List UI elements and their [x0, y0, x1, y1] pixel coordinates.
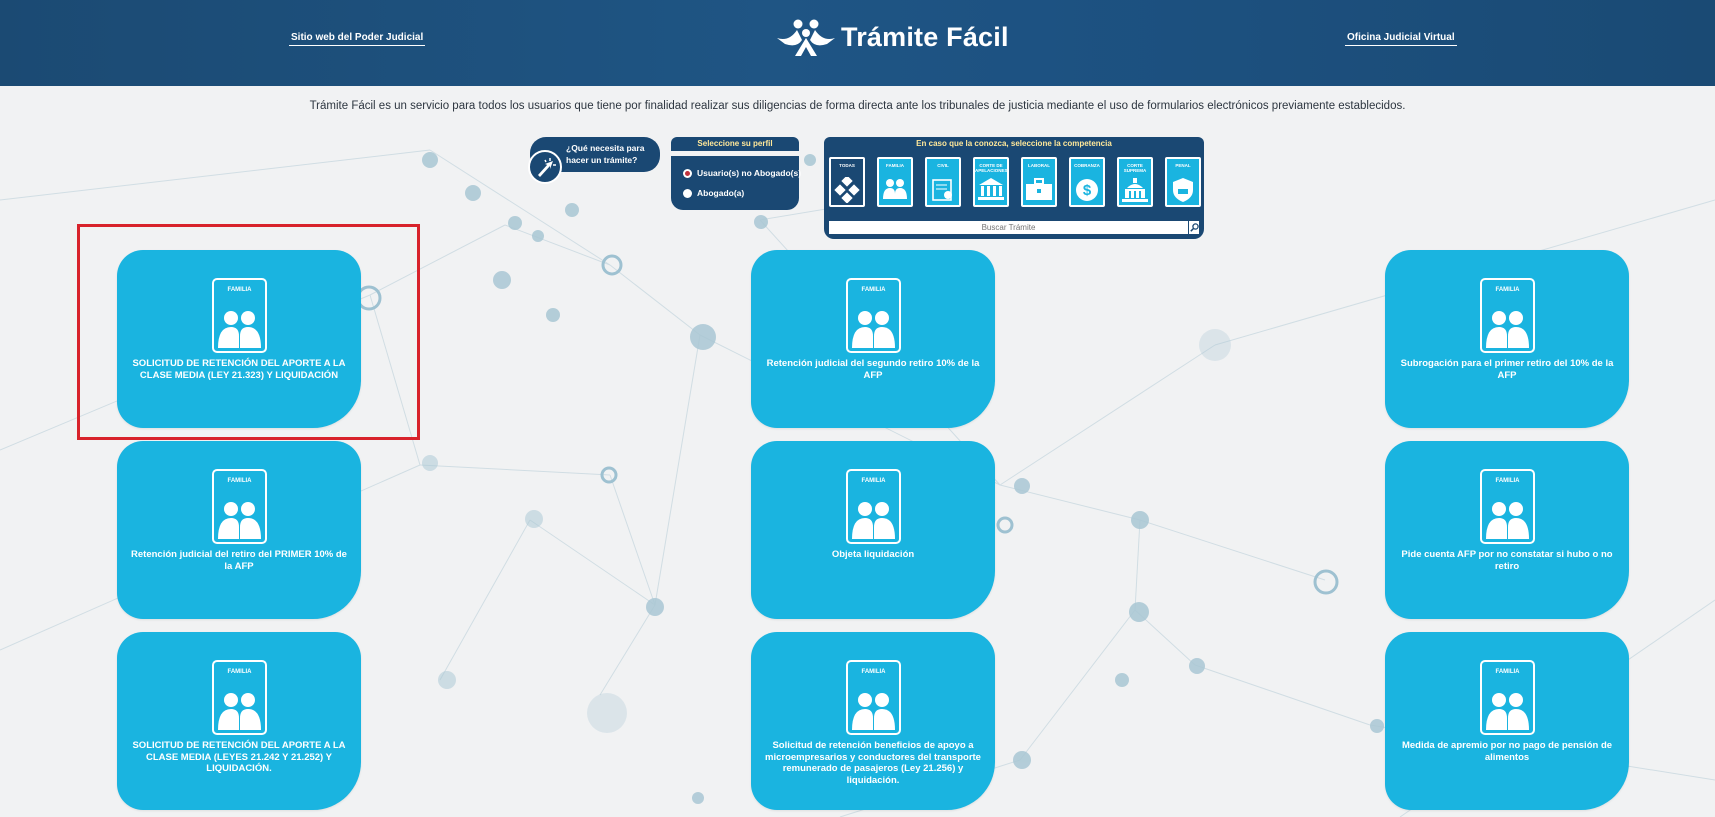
family-icon	[1486, 693, 1529, 730]
competencia-panel-title: En caso que la conozca, seleccione la co…	[824, 137, 1204, 151]
profile-option-label: Abogado(a)	[697, 188, 745, 198]
card-title: SOLICITUD DE RETENCIÓN DEL APORTE A LA C…	[132, 358, 346, 381]
card-title: Medida de apremio por no pago de pensión…	[1401, 740, 1613, 763]
competencia-selector: TODAS FAMILIA CIVIL CORTE DE APELACIONES	[824, 151, 1204, 239]
tramite-card[interactable]: FAMILIA Medida de apremio por no pago de…	[1385, 632, 1629, 810]
card-title: Solicitud de retención beneficios de apo…	[765, 740, 981, 786]
card-category: FAMILIA	[227, 478, 252, 484]
logo-text: Trámite Fácil	[841, 21, 1009, 52]
tramite-card[interactable]: FAMILIA SOLICITUD DE RETENCIÓN DEL APORT…	[117, 250, 361, 428]
tramite-card[interactable]: FAMILIA SOLICITUD DE RETENCIÓN DEL APORT…	[117, 632, 361, 810]
card-category: FAMILIA	[1495, 669, 1520, 675]
family-card-icon: FAMILIA	[846, 660, 901, 735]
competencia-tile-cobranza[interactable]: COBRANZA $	[1069, 157, 1105, 207]
tile-label: COBRANZA	[1074, 163, 1100, 168]
radio-unselected-icon[interactable]	[683, 188, 692, 198]
oficina-judicial-virtual-link[interactable]: Oficina Judicial Virtual	[1345, 32, 1457, 46]
profile-option-no-abogado[interactable]: Usuario(s) no Abogado(s)	[683, 168, 801, 178]
family-card-icon: FAMILIA	[212, 469, 267, 544]
help-bubble-text: ¿Qué necesita para hacer un trámite?	[566, 143, 645, 165]
family-card-icon: FAMILIA	[846, 278, 901, 353]
card-category: FAMILIA	[861, 287, 886, 293]
tile-label: CORTE DE APELACIONES	[975, 163, 1008, 173]
svg-text:$: $	[1083, 182, 1092, 199]
tile-label: TODAS	[839, 163, 855, 168]
tile-label: LABORAL	[1028, 163, 1050, 168]
family-icon	[852, 693, 895, 730]
family-icon	[218, 502, 261, 539]
profile-panel-title: Seleccione su perfil	[671, 137, 799, 151]
family-icon	[1486, 502, 1529, 539]
tile-label: CORTE SUPREMA	[1123, 163, 1147, 173]
tramite-card[interactable]: FAMILIA Objeta liquidación	[751, 441, 995, 619]
profile-selector: Usuario(s) no Abogado(s) Abogado(a)	[671, 156, 801, 210]
card-title: Retención judicial del segundo retiro 10…	[766, 358, 980, 381]
card-category: FAMILIA	[861, 478, 886, 484]
family-icon	[218, 311, 261, 348]
search-icon	[1190, 223, 1199, 232]
briefcase-icon	[1026, 178, 1052, 200]
card-category: FAMILIA	[227, 287, 252, 293]
civil-document-icon	[932, 179, 952, 201]
search-tramite-input[interactable]	[829, 221, 1188, 234]
people-logo-icon	[777, 19, 835, 56]
tramite-card[interactable]: FAMILIA Retención judicial del retiro de…	[117, 441, 361, 619]
family-icon	[218, 693, 261, 730]
tramite-facil-logo[interactable]: Trámite Fácil	[775, 18, 1009, 56]
shield-icon	[1173, 178, 1193, 202]
selection-highlight-box	[77, 224, 420, 440]
family-card-icon: FAMILIA	[846, 469, 901, 544]
card-title: Retención judicial del retiro del PRIMER…	[131, 549, 347, 572]
family-card-icon: FAMILIA	[1480, 469, 1535, 544]
grid-diamond-icon	[834, 177, 860, 203]
competencia-tile-civil[interactable]: CIVIL	[925, 157, 961, 207]
supreme-court-icon	[1122, 178, 1148, 202]
card-category: FAMILIA	[1495, 478, 1520, 484]
tramite-card[interactable]: FAMILIA Pide cuenta AFP por no constatar…	[1385, 441, 1629, 619]
poder-judicial-link[interactable]: Sitio web del Poder Judicial	[289, 32, 426, 46]
site-header: Sitio web del Poder Judicial Trámite Fác…	[0, 0, 1715, 86]
card-category: FAMILIA	[227, 669, 252, 675]
family-card-icon: FAMILIA	[212, 660, 267, 735]
help-bubble[interactable]: ¿Qué necesita para hacer un trámite?	[528, 137, 660, 184]
competencia-tile-todas[interactable]: TODAS	[829, 157, 865, 207]
tile-label: PENAL	[1175, 163, 1191, 168]
card-title: Pide cuenta AFP por no constatar si hubo…	[1401, 549, 1613, 572]
courthouse-icon	[978, 178, 1004, 200]
family-card-icon: FAMILIA	[1480, 278, 1535, 353]
competencia-tile-penal[interactable]: PENAL	[1165, 157, 1201, 207]
tramite-card[interactable]: FAMILIA Retención judicial del segundo r…	[751, 250, 995, 428]
search-button[interactable]	[1188, 221, 1199, 234]
family-icon	[1486, 311, 1529, 348]
competencia-tile-laboral[interactable]: LABORAL	[1021, 157, 1057, 207]
competencia-tile-corte-suprema[interactable]: CORTE SUPREMA	[1117, 157, 1153, 207]
tile-label: CIVIL	[937, 163, 949, 168]
card-category: FAMILIA	[1495, 287, 1520, 293]
family-icon	[852, 311, 895, 348]
intro-description: Trámite Fácil es un servicio para todos …	[309, 100, 1406, 112]
family-card-icon: FAMILIA	[1480, 660, 1535, 735]
tramite-card[interactable]: FAMILIA Subrogación para el primer retir…	[1385, 250, 1629, 428]
profile-option-label: Usuario(s) no Abogado(s)	[697, 168, 802, 178]
dollar-coin-icon: $	[1076, 179, 1098, 201]
radio-selected-icon[interactable]	[683, 168, 692, 178]
card-category: FAMILIA	[861, 669, 886, 675]
family-card-icon: FAMILIA	[212, 278, 267, 353]
card-title: Objeta liquidación	[831, 549, 915, 560]
family-icon	[883, 179, 907, 199]
profile-option-abogado[interactable]: Abogado(a)	[683, 188, 744, 198]
card-title: Subrogación para el primer retiro del 10…	[1400, 358, 1614, 381]
competencia-tile-corte-apelaciones[interactable]: CORTE DE APELACIONES	[973, 157, 1009, 207]
card-title: SOLICITUD DE RETENCIÓN DEL APORTE A LA C…	[132, 740, 346, 774]
tramite-card[interactable]: FAMILIA Solicitud de retención beneficio…	[751, 632, 995, 810]
tile-label: FAMILIA	[886, 163, 904, 168]
pointer-click-icon	[528, 150, 562, 184]
family-icon	[852, 502, 895, 539]
competencia-tile-familia[interactable]: FAMILIA	[877, 157, 913, 207]
